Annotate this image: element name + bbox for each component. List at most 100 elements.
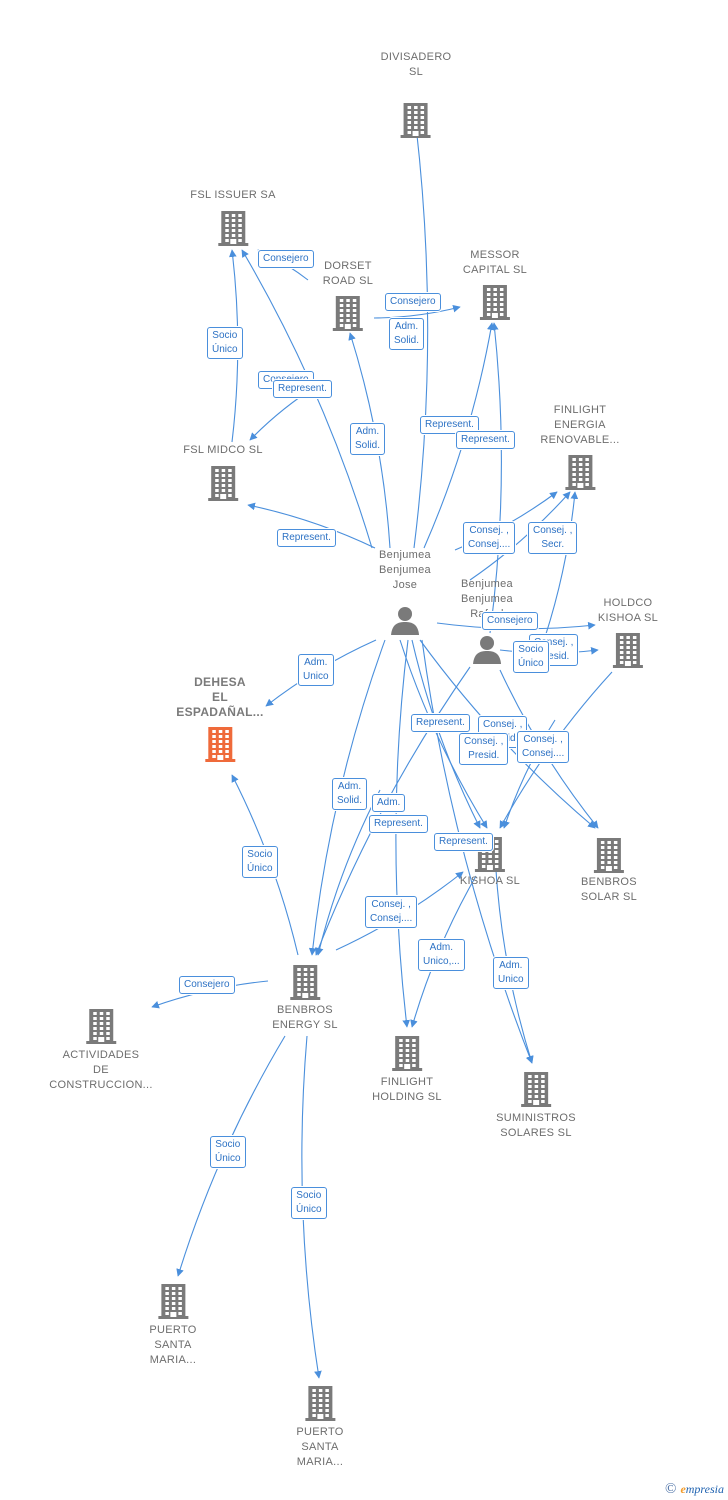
relation-label-line: Unico — [498, 974, 524, 985]
relation-label: Represent. — [369, 815, 428, 833]
node-label-line: MESSOR — [470, 249, 520, 261]
relation-label-line: Represent. — [461, 434, 510, 445]
relation-label-line: Consej. , — [469, 525, 509, 536]
relation-label-line: Adm. — [394, 321, 419, 332]
relation-label-line: Solid. — [355, 440, 381, 451]
relation-label: Adm.Unico — [298, 654, 334, 686]
building-icon — [540, 454, 619, 490]
node-label-line: Benjumea — [461, 578, 513, 590]
relation-label: Consej. ,Consej.... — [365, 896, 418, 928]
node-label: ACTIVIDADES DE CONSTRUCCION... — [49, 1048, 153, 1093]
footer-brand: ©empresia — [665, 1481, 724, 1498]
node-suministros[interactable]: SUMINISTROS SOLARES SL — [496, 1071, 576, 1141]
relation-edge-11 — [469, 491, 571, 581]
node-label-line: FINLIGHT — [553, 404, 607, 416]
relation-label-line: Único — [247, 863, 273, 874]
node-label-line: CAPITAL SL — [462, 264, 528, 276]
relation-label: Consejero — [482, 612, 538, 630]
relation-label-line: Socio — [247, 849, 273, 860]
node-label-line: SANTA — [301, 1441, 339, 1453]
node-label-line: SOLAR SL — [580, 891, 638, 903]
relation-label-line: Consejero — [263, 253, 309, 264]
relation-edge-8 — [489, 322, 502, 634]
node-messor[interactable]: MESSOR CAPITAL SL — [463, 248, 527, 320]
relation-edge-21 — [502, 719, 556, 829]
relation-label: Represent. — [434, 833, 493, 851]
node-label-line: EL — [212, 690, 228, 704]
copyright-symbol: © — [665, 1481, 677, 1497]
relation-label: Consej. ,Consej.... — [517, 731, 570, 763]
node-label-line: FSL MIDCO SL — [183, 444, 263, 456]
node-benbros-solar[interactable]: BENBROS SOLAR SL — [581, 837, 637, 905]
relation-label-line: Socio — [518, 644, 544, 655]
building-icon — [372, 1035, 442, 1071]
building-icon — [496, 1071, 576, 1107]
node-benbros-energy[interactable]: BENBROS ENERGY SL — [272, 964, 337, 1033]
node-label-line: PUERTO — [296, 1426, 344, 1438]
node-label-line: HOLDING SL — [372, 1091, 442, 1103]
building-icon — [296, 1385, 343, 1421]
relation-label-line: Represent. — [416, 717, 465, 728]
relation-label-line: Consej. , — [483, 719, 523, 730]
relation-label-line: Presid. — [538, 651, 570, 662]
node-label-line: HOLDCO — [603, 597, 653, 609]
relation-label: Consej. ,Secr. — [528, 522, 578, 554]
node-label-line: MARIA... — [296, 1456, 344, 1468]
node-label-line: ESPADAÑAL... — [176, 705, 264, 719]
relation-label-line: Consej. , — [534, 637, 574, 648]
node-label-line: Benjumea — [461, 593, 513, 605]
relation-label: Represent. — [277, 529, 336, 547]
node-label-line: KISHOA SL — [459, 875, 521, 887]
building-icon — [598, 632, 658, 668]
node-actividades[interactable]: ACTIVIDADES DE CONSTRUCCION... — [49, 1008, 153, 1093]
relation-label-line: Represent. — [278, 383, 327, 394]
node-label-line: ACTIVIDADES — [62, 1049, 140, 1061]
node-label-line: SUMINISTROS — [496, 1112, 576, 1124]
relation-label: Represent. — [273, 380, 332, 398]
node-label-line: FSL ISSUER SA — [190, 189, 276, 201]
node-label-line: BENBROS — [581, 876, 637, 888]
relation-label-line: Único — [212, 344, 238, 355]
relation-label: Adm. — [372, 794, 406, 812]
relation-label-line: Socio — [215, 1139, 241, 1150]
relation-label-line: Consejero — [263, 373, 309, 387]
node-label-line: ENERGY SL — [272, 1019, 338, 1031]
node-puerto2[interactable]: PUERTO SANTA MARIA... — [296, 1385, 343, 1470]
relation-label-line: Solid. — [394, 335, 420, 346]
node-fsl-issuer[interactable]: FSL ISSUER SA — [190, 188, 275, 246]
relation-edge-24 — [315, 789, 381, 956]
node-label: FSL MIDCO SL — [183, 443, 263, 458]
relation-label-line: Único — [215, 1153, 241, 1164]
relation-label-line: Consejero — [390, 296, 436, 307]
brand-name: empresia — [680, 1482, 724, 1496]
relation-label-line: Único — [518, 658, 544, 669]
relation-label: Adm.Unico — [493, 957, 529, 989]
node-label-line: CONSTRUCCION... — [49, 1079, 153, 1091]
relation-label-line: Consej.... — [468, 539, 511, 550]
node-fsl-midco[interactable]: FSL MIDCO SL — [183, 443, 263, 501]
node-label-line: DE — [93, 1064, 109, 1076]
node-label-line: BENBROS — [277, 1004, 333, 1016]
node-label-line: PUERTO — [149, 1324, 197, 1336]
node-label-line: SOLARES SL — [500, 1127, 572, 1139]
relation-label-line: Único — [296, 1204, 322, 1215]
relation-label: Consejero — [179, 976, 235, 994]
